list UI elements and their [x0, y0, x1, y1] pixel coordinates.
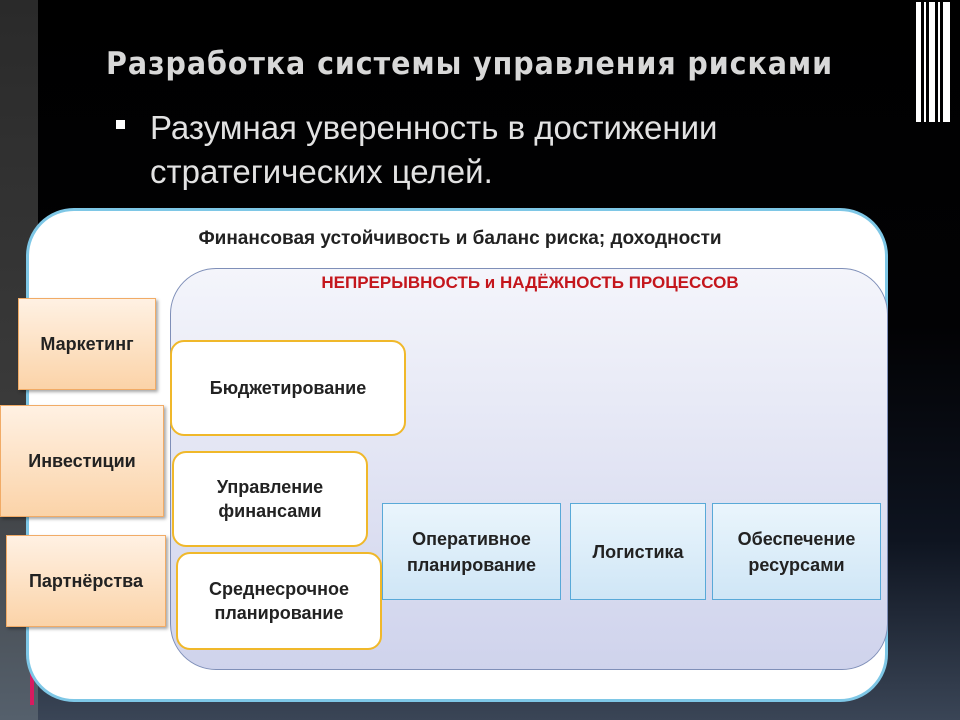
slide-title: Разработка системы управления рисками: [106, 46, 834, 82]
bullet-text: Разумная уверенность в достижении страте…: [150, 109, 718, 190]
outer-frame-label: Финансовая устойчивость и баланс риска; …: [198, 228, 722, 249]
pill-budgeting: Бюджетирование: [170, 340, 406, 436]
side-box-investments: Инвестиции: [0, 405, 164, 517]
side-box-partnerships: Партнёрства: [6, 535, 166, 627]
inner-frame-label: НЕПРЕРЫВНОСТЬ и НАДЁЖНОСТЬ ПРОЦЕССОВ: [321, 273, 739, 292]
bullet-marker: [116, 120, 125, 129]
pill-finance-management: Управление финансами: [172, 451, 368, 547]
process-box-operational-planning: Оперативное планирование: [382, 503, 561, 600]
side-box-marketing: Маркетинг: [18, 298, 156, 390]
decor-lines: [916, 2, 950, 122]
pill-midterm-planning: Среднесрочное планирование: [176, 552, 382, 650]
process-box-logistics: Логистика: [570, 503, 706, 600]
process-box-resources: Обеспечение ресурсами: [712, 503, 881, 600]
